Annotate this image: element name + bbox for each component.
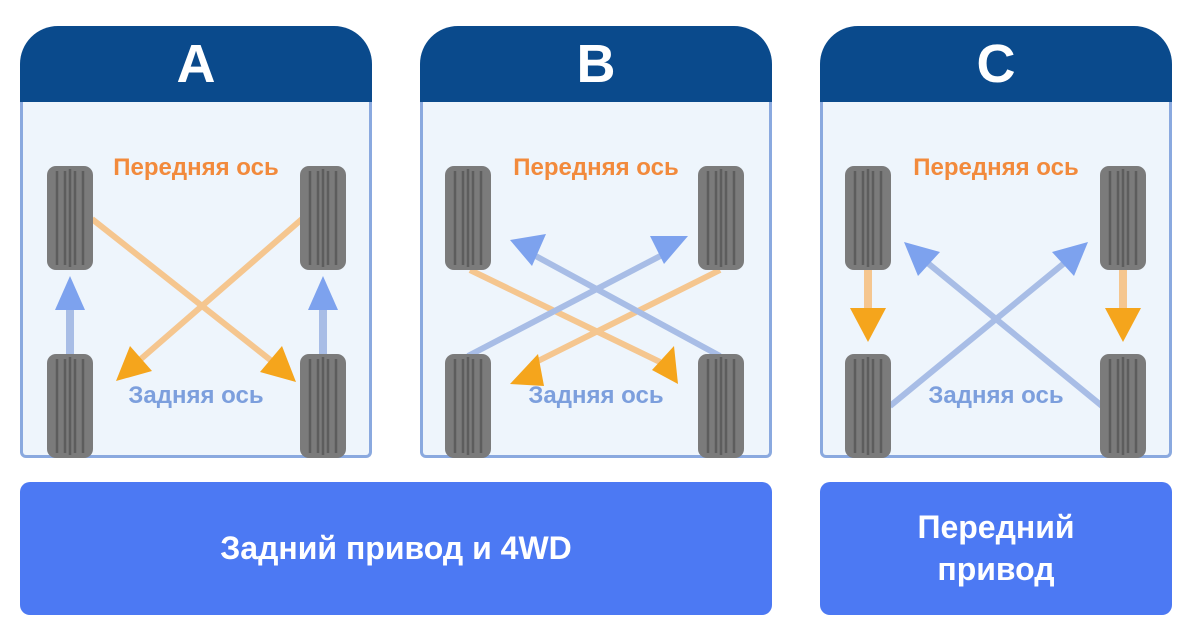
panel-a: A Передняя ось Задняя ось: [20, 26, 372, 458]
front-axle-label: Передняя ось: [513, 154, 679, 181]
rear-axle-label: Задняя ось: [928, 382, 1064, 409]
panel-b: B Передняя ось Задняя ось: [420, 26, 772, 458]
arrow-orange-front-left-to-rear-left: [850, 270, 886, 342]
rotation-diagram-a: [45, 164, 348, 458]
rotation-diagram-b: [443, 164, 746, 458]
rear-axle-label: Задняя ось: [528, 382, 664, 409]
panel-header-c: C: [820, 26, 1172, 102]
arrow-orange-front-right-to-rear-left: [116, 216, 304, 381]
panel-header-a: A: [20, 26, 372, 102]
rotation-diagram-c: [843, 164, 1148, 458]
arrow-blue-rear-right-to-front-right: [308, 276, 338, 354]
arrow-orange-front-left-to-rear-right: [90, 216, 296, 382]
panel-header-b: B: [420, 26, 772, 102]
arrow-orange-front-left-to-rear-right: [468, 267, 678, 384]
arrow-blue-rear-right-to-front-left: [510, 234, 722, 359]
arrow-orange-front-right-to-rear-right: [1105, 270, 1141, 342]
drive-type-rwd-4wd: Задний привод и 4WD: [20, 482, 772, 615]
front-axle-label: Передняя ось: [113, 154, 279, 181]
arrow-blue-rear-left-to-front-left: [55, 276, 85, 354]
arrow-blue-rear-left-to-front-right: [888, 242, 1088, 409]
panel-c: C Передняя ось Задняя ось: [820, 26, 1172, 458]
drive-type-fwd-label: Передний привод: [917, 508, 1075, 587]
drive-type-fwd: Передний привод: [820, 482, 1172, 615]
arrow-blue-rear-right-to-front-left: [904, 242, 1104, 409]
front-axle-label: Передняя ось: [913, 154, 1079, 181]
rear-axle-label: Задняя ось: [128, 382, 264, 409]
arrow-blue-rear-left-to-front-right: [466, 236, 688, 359]
arrow-orange-front-right-to-rear-left: [510, 267, 722, 386]
